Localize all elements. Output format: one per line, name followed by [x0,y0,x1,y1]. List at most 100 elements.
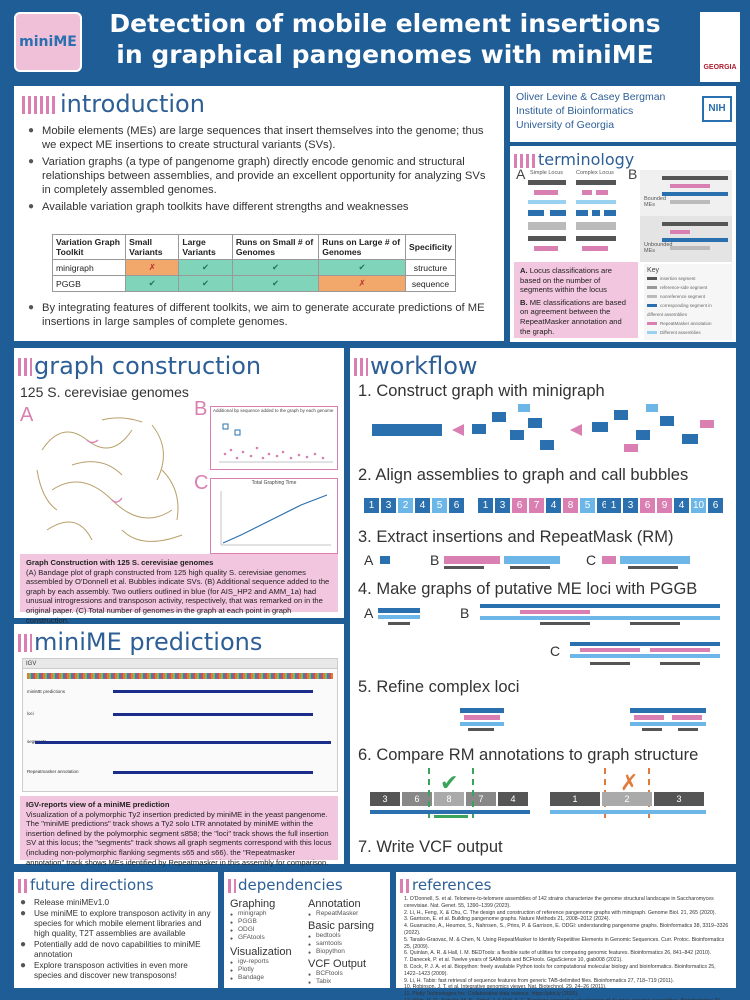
institute: Institute of Bioinformatics [516,105,634,117]
label-a: A [364,552,374,568]
table-cell: ✗ [125,259,180,276]
check-region [428,768,474,818]
workflow-title: workflow [354,354,724,378]
repeatmasker-bar [113,771,313,774]
label-a: A [20,404,34,426]
key-item: insertion segment [660,276,696,281]
workflow-step-4: 4. Make graphs of putative ME loci with … [358,580,698,598]
table-row: PGGB ✔ ✔ ✔ ✗ sequence [51,275,457,292]
table-header: Runs on Large # of Genomes [318,234,406,260]
annotation-title: Annotation [308,898,361,910]
graph-caption: Graph Construction with 125 S. cerevisia… [20,554,338,625]
key-item: corresponding segment in different assem… [647,303,712,317]
key-item: nonreference segment [660,294,706,299]
ruler [27,673,333,679]
terminology-panel: terminology A B Simple Locus Complex Loc… [510,146,736,342]
label-a: A [364,605,374,621]
reference-item: 5. Tarailo-Graovac, M. & Chen, N. Using … [404,936,725,950]
compare-node: 3 [370,792,400,806]
terminology-key: Key insertion segment reference-side seg… [644,264,732,340]
dependency-item: Biopython [308,948,388,957]
workflow-step-6: 6. Compare RM annotations to graph struc… [358,746,699,764]
step4-diagram: A B [364,604,720,625]
university: University of Georgia [516,119,615,131]
igv-label: IGV [26,661,37,667]
table-row: minigraph ✗ ✔ ✔ ✔ structure [51,259,457,276]
table-header: Variation Graph Toolkit [51,234,127,260]
compare-node: 4 [498,792,528,806]
workflow-step-5: 5. Refine complex loci [358,678,520,696]
future-panel: future directions Release miniMEv1.0 Use… [14,872,218,988]
reference-item: 1. O'Donnell, S. et al. Telomere-to-telo… [404,896,714,909]
graph-node: 6 [708,498,723,513]
plot-c-title: Total Graphing Time [251,480,297,486]
label-b: B [430,552,439,568]
unbounded-label: Unbounded MEs [644,242,673,254]
table-header: Specificity [404,234,457,260]
compare-line-2 [550,810,706,814]
table-header: Large Variants [178,234,233,260]
title-line2: in graphical pangenomes with miniME [116,40,654,69]
dependencies-panel: dependencies Graphing minigraph PGGB ODG… [224,872,390,988]
table-cell: sequence [404,275,457,292]
prediction-bar [113,690,313,693]
predictions-caption: IGV-reports view of a miniME prediction … [20,796,338,867]
predictions-caption-title: IGV-reports view of a miniME prediction [26,800,170,809]
table-header: Runs on Small # of Genomes [231,234,320,260]
reference-item: 7. Danecek, P. et al. Twelve years of SA… [404,957,623,964]
key-item: Different assemblies [660,330,701,335]
graph-construction-panel: graph construction 125 S. cerevisiae gen… [14,348,344,625]
track-name: Repeatmasker annotation [27,769,79,774]
igv-view: IGV miniME predictions loci segments Rep… [22,658,338,792]
table-cell: PGGB [51,275,127,292]
reference-item: 3. Garrison, E. et al. Building pangenom… [404,916,610,923]
caption-a: Locus classifications are based on the n… [520,266,613,295]
complex-locus-label: Complex Locus [576,170,614,176]
table-cell: ✔ [231,275,320,292]
future-bullet: Release miniMEv1.0 [20,898,214,908]
terminology-caption: A. Locus classifications are based on th… [514,262,638,338]
compare-node: 3 [654,792,704,806]
terminology-diagram-b [640,170,732,262]
graph-node: 4 [674,498,689,513]
label-c: C [194,472,209,494]
affiliation-logos: GEORGIA [700,12,740,82]
reference-item: 11. Plotly Technologies Inc. Collaborati… [404,991,579,998]
compare-node: 2 [602,792,652,806]
future-bullets: Release miniMEv1.0 Use miniME to explore… [20,898,214,982]
graph-node: 3 [495,498,510,513]
introduction-panel: introduction Mobile elements (MEs) are l… [14,86,504,341]
caption-b: ME classifications are based on agreemen… [520,297,626,336]
track-name: loci [27,711,34,716]
dependency-item: Tabix [308,978,388,987]
graph-node: 3 [381,498,396,513]
compare-node: 1 [550,792,600,806]
graph-node: 3 [623,498,638,513]
step1-diagram [372,404,714,452]
toolkit-table: Variation Graph Toolkit Small Variants L… [51,234,457,292]
compare-line-1 [370,810,530,814]
introduction-title: introduction [22,92,322,116]
label-b: B [194,398,208,420]
graph-node: 6 [512,498,527,513]
table-cell: ✔ [231,259,320,276]
graph-node: 4 [546,498,561,513]
dependency-item: BCFtools [308,970,388,979]
title-line1: Detection of mobile element insertions [109,9,661,38]
step4c-diagram: C [550,642,720,665]
graph-node: 6 [640,498,655,513]
igv-toolbar[interactable]: IGV [23,659,337,669]
introduction-final-bullet: By integrating features of different too… [28,301,494,332]
graph-node: 4 [415,498,430,513]
graph-subtitle: 125 S. cerevisiae genomes [20,384,189,400]
cross-mark: ✗ [620,770,639,795]
dependency-item: minigraph [230,910,302,919]
predictions-title: miniME predictions [18,630,318,654]
table-header: Small Variants [125,234,180,260]
table-cell: structure [404,259,457,276]
compare-rm-1 [434,815,468,818]
table-cell: ✔ [178,259,233,276]
plot-b: Additional bp sequence added to the grap… [210,406,338,470]
